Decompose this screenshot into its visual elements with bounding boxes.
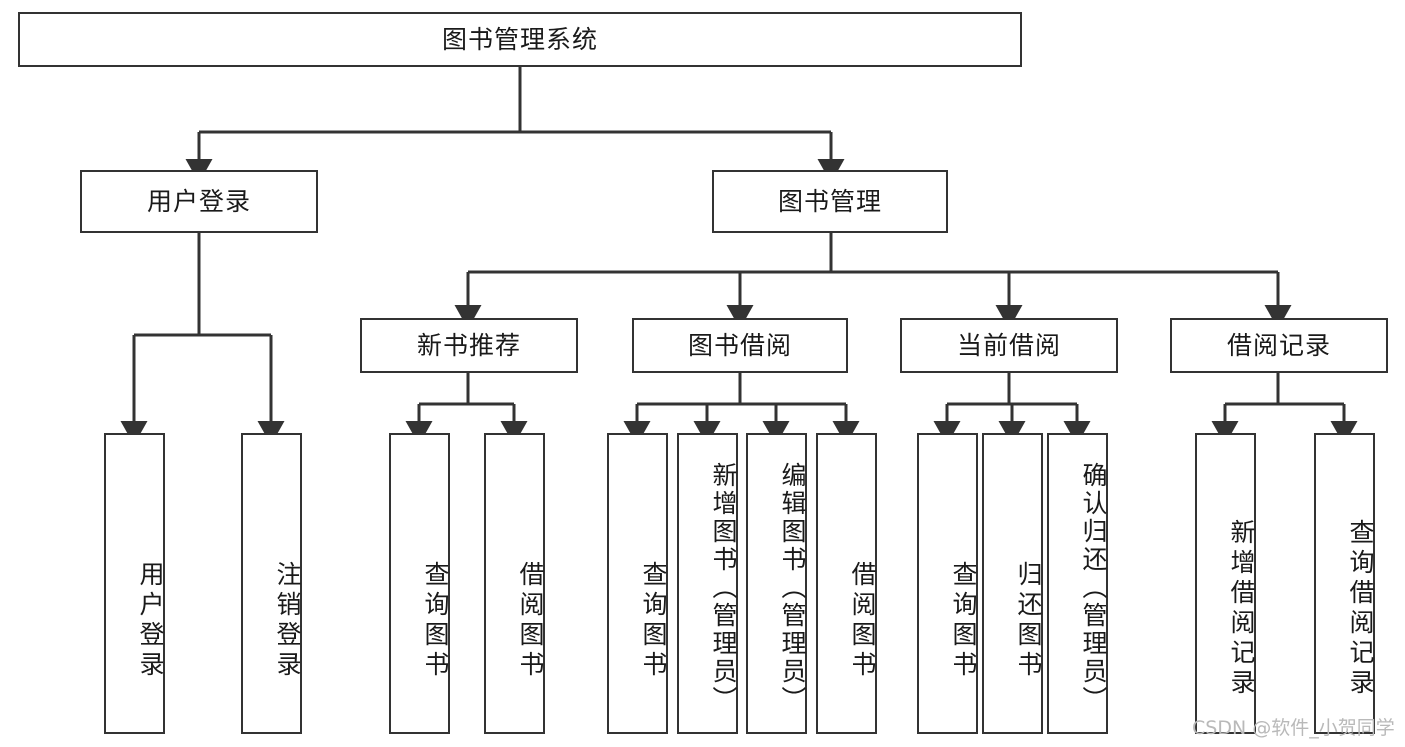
node-book-management-label: 图书管理 [777, 186, 882, 216]
node-user-login-logout[interactable]: 注销登录 [241, 433, 302, 734]
node-nbr-query-book-label: 查询图书 [421, 561, 450, 681]
node-bb-edit-book-label: 编辑图书（管理员） [778, 461, 807, 714]
node-nbr-query-book[interactable]: 查询图书 [389, 433, 450, 734]
node-br-add-record[interactable]: 新增借阅记录 [1195, 433, 1256, 734]
node-root[interactable]: 图书管理系统 [18, 12, 1022, 67]
node-user-login-login-label: 用户登录 [136, 561, 165, 681]
node-nbr-borrow-book-label: 借阅图书 [516, 561, 545, 681]
node-book-management[interactable]: 图书管理 [712, 170, 948, 233]
node-bb-edit-book[interactable]: 编辑图书（管理员） [746, 433, 807, 734]
node-book-borrow-label: 图书借阅 [687, 330, 792, 360]
node-new-book-recommend-label: 新书推荐 [416, 330, 521, 360]
node-cb-query-book[interactable]: 查询图书 [917, 433, 978, 734]
node-user-login-label: 用户登录 [146, 186, 251, 216]
node-current-borrow-label: 当前借阅 [956, 330, 1061, 360]
node-user-login-login[interactable]: 用户登录 [104, 433, 165, 734]
node-bb-add-book[interactable]: 新增图书（管理员） [677, 433, 738, 734]
node-current-borrow[interactable]: 当前借阅 [900, 318, 1118, 373]
node-borrow-record[interactable]: 借阅记录 [1170, 318, 1388, 373]
node-root-label: 图书管理系统 [441, 24, 598, 54]
node-bb-query-book-label: 查询图书 [639, 561, 668, 681]
node-cb-return-book[interactable]: 归还图书 [982, 433, 1043, 734]
node-cb-confirm-return-label: 确认归还（管理员） [1079, 461, 1108, 714]
node-br-query-record[interactable]: 查询借阅记录 [1314, 433, 1375, 734]
node-user-login-logout-label: 注销登录 [273, 561, 302, 681]
node-nbr-borrow-book[interactable]: 借阅图书 [484, 433, 545, 734]
node-bb-borrow-book-label: 借阅图书 [848, 561, 877, 681]
csdn-watermark: CSDN @软件_小贺同学 [1192, 717, 1395, 739]
node-br-add-record-label: 新增借阅记录 [1227, 518, 1256, 699]
node-cb-confirm-return[interactable]: 确认归还（管理员） [1047, 433, 1108, 734]
node-book-borrow[interactable]: 图书借阅 [632, 318, 848, 373]
node-user-login[interactable]: 用户登录 [80, 170, 318, 233]
node-cb-return-book-label: 归还图书 [1014, 561, 1043, 681]
node-br-query-record-label: 查询借阅记录 [1346, 518, 1375, 699]
node-new-book-recommend[interactable]: 新书推荐 [360, 318, 578, 373]
node-bb-borrow-book[interactable]: 借阅图书 [816, 433, 877, 734]
node-bb-add-book-label: 新增图书（管理员） [709, 461, 738, 714]
node-borrow-record-label: 借阅记录 [1226, 330, 1331, 360]
node-cb-query-book-label: 查询图书 [949, 561, 978, 681]
node-bb-query-book[interactable]: 查询图书 [607, 433, 668, 734]
